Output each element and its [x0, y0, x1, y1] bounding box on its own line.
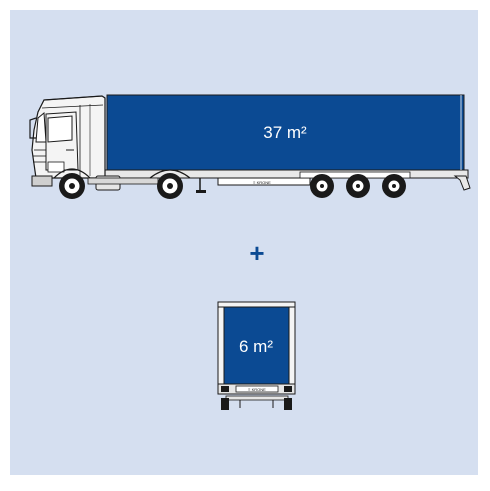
tractor-front-wheel	[59, 173, 85, 199]
svg-text:≡ KRONE: ≡ KRONE	[253, 180, 271, 185]
svg-text:≡ KRONE: ≡ KRONE	[248, 387, 266, 392]
trailer-rear-view: ≡ KRONE 6 m²	[218, 302, 295, 410]
plus-icon: +	[249, 238, 264, 268]
trailer-wheel-3	[382, 174, 406, 198]
trailer-wheel-1	[310, 174, 334, 198]
truck-side-view: ≡ KRONE	[30, 95, 470, 199]
trailer-rear-area-label: 6 m²	[239, 337, 273, 356]
tractor-rear-wheel	[157, 173, 183, 199]
trailer-wheel-2	[346, 174, 370, 198]
truck-side-area-label: 37 m²	[263, 123, 307, 142]
